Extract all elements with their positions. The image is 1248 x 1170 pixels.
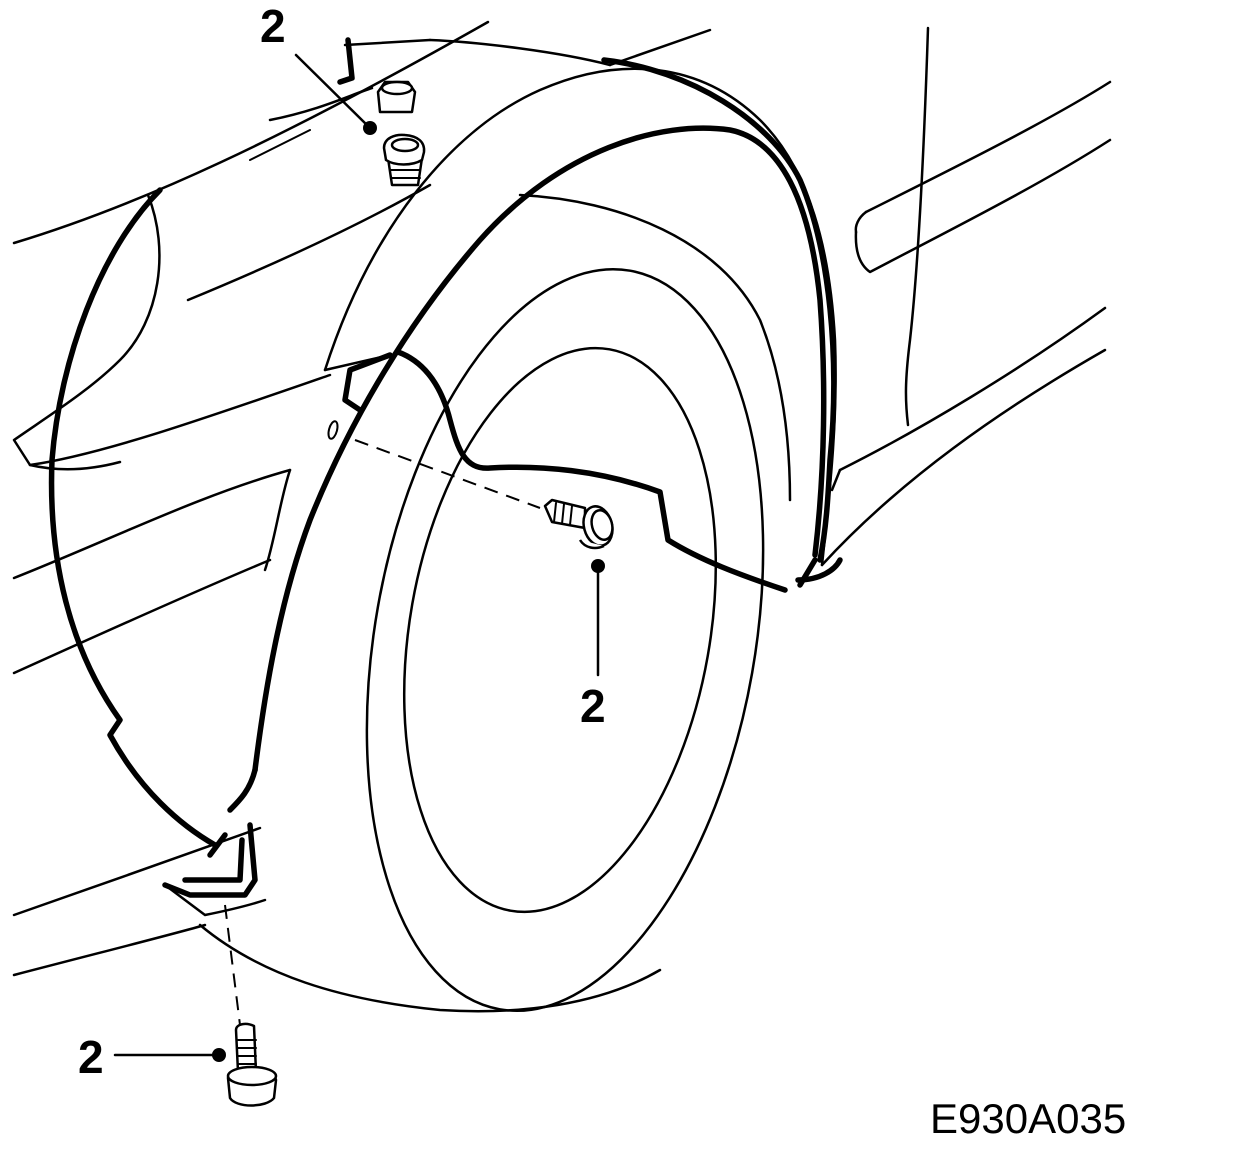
liner-hole <box>327 420 339 440</box>
callout-label-center: 2 <box>580 680 606 732</box>
hood-edge <box>249 28 712 161</box>
leader-dot-top <box>363 121 377 135</box>
figure-code: E930A035 <box>930 1095 1126 1142</box>
car-body-lines-left <box>12 20 490 977</box>
callout-leaders <box>113 53 605 1062</box>
leader-dot-center <box>591 559 605 573</box>
callout-label-bottom: 2 <box>78 1031 104 1083</box>
callout-label-top: 2 <box>260 0 286 52</box>
leader-top <box>294 53 372 130</box>
car-body-lines-right <box>820 26 1112 567</box>
fastener-axis-line-rear <box>699 557 781 591</box>
lower-fastener-axis-line <box>224 904 241 1026</box>
top-clip-fastener <box>376 80 426 187</box>
fender-liner <box>48 125 827 1013</box>
fastener-axis-line <box>354 439 541 509</box>
bottom-bolt <box>226 1022 278 1107</box>
leader-dot-bottom <box>212 1048 226 1062</box>
center-screw <box>543 498 614 550</box>
wheel-arch <box>323 57 843 588</box>
wheel <box>365 193 792 1013</box>
